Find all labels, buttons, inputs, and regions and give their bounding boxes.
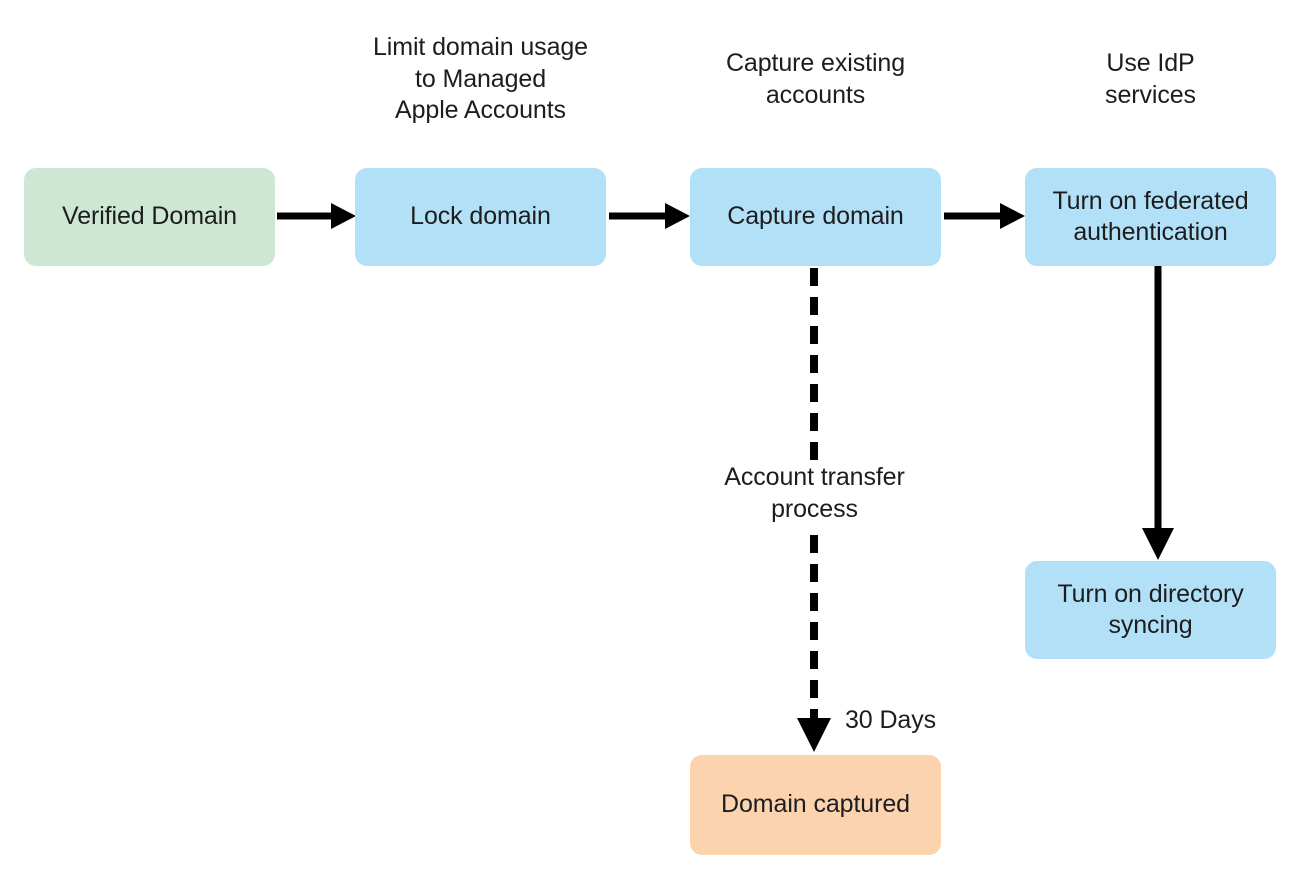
arrow-verified-to-lock bbox=[277, 203, 356, 229]
edge-label-account-transfer-process: Account transfer process bbox=[724, 463, 905, 523]
caption-lock-domain: Limit domain usage to Managed Apple Acco… bbox=[373, 33, 588, 124]
node-domain-captured[interactable]: Domain captured bbox=[690, 755, 941, 855]
arrow-capture-to-federated bbox=[944, 203, 1025, 229]
node-federated-authentication[interactable]: Turn on federated authentication bbox=[1025, 168, 1276, 266]
arrow-federated-to-directory bbox=[1142, 266, 1174, 560]
caption-capture-domain: Capture existing accounts bbox=[725, 49, 906, 109]
caption-federated-auth: Use IdP services bbox=[1105, 49, 1196, 109]
node-directory-syncing[interactable]: Turn on directory syncing bbox=[1025, 561, 1276, 659]
arrow-lock-to-capture bbox=[609, 203, 690, 229]
edge-label-30-days: 30 Days bbox=[845, 706, 937, 734]
node-capture-domain[interactable]: Capture domain bbox=[690, 168, 941, 266]
node-verified-domain[interactable]: Verified Domain bbox=[24, 168, 275, 266]
node-lock-domain[interactable]: Lock domain bbox=[355, 168, 606, 266]
